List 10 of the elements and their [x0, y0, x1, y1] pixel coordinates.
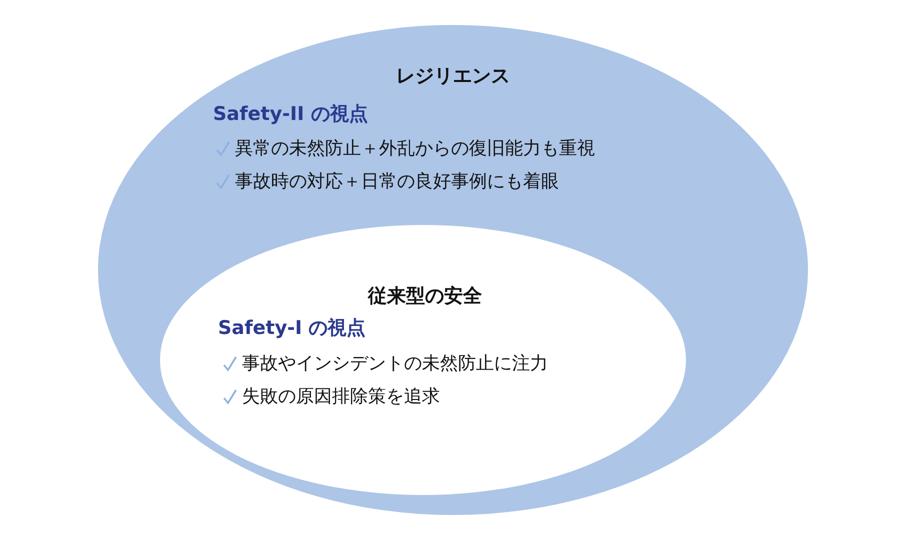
- heading: レジリエンス: [396, 65, 510, 88]
- heading: 従来型の安全: [368, 285, 482, 308]
- bullet-text: 事故時の対応＋日常の良好事例にも着眼: [235, 171, 559, 193]
- subheading: Safety-II の視点: [213, 103, 368, 126]
- bullet-text: 失敗の原因排除策を追求: [242, 386, 440, 408]
- inner-ellipse: [160, 225, 686, 495]
- outer-ellipse: [98, 25, 808, 515]
- bullet-text: 事故やインシデントの未然防止に注力: [242, 353, 548, 375]
- subheading: Safety-I の視点: [218, 317, 366, 340]
- bullet-text: 異常の未然防止＋外乱からの復旧能力も重視: [235, 138, 595, 160]
